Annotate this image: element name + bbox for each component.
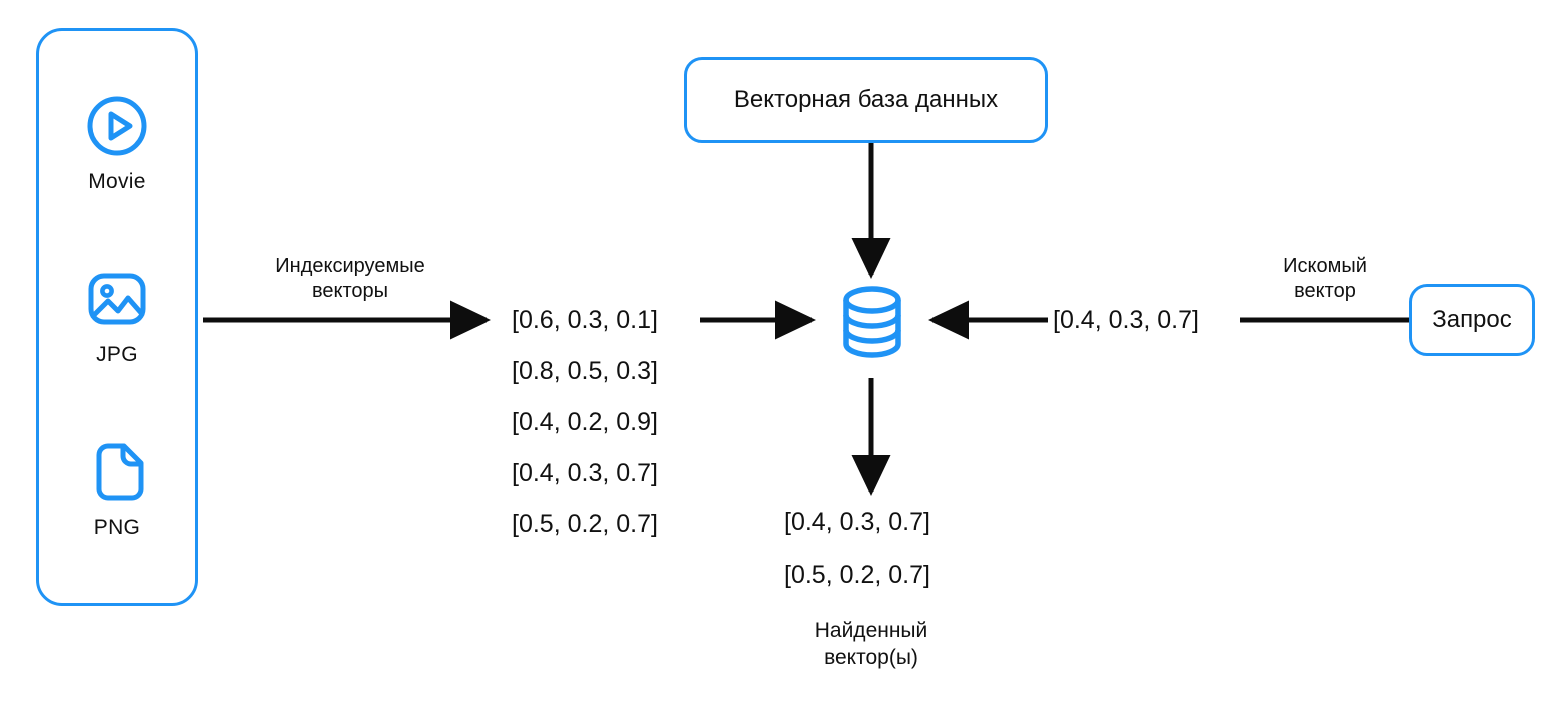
indexed-vector-item: [0.4, 0.3, 0.7] <box>512 459 658 487</box>
edge-label-indexed-vectors: Индексируемые векторы <box>275 255 425 302</box>
result-vector-item: [0.5, 0.2, 0.7] <box>784 561 930 589</box>
query-vector-text: [0.4, 0.3, 0.7] <box>1053 306 1199 334</box>
source-item-png[interactable]: PNG <box>85 440 149 540</box>
indexed-vectors-list: [0.6, 0.3, 0.1] [0.8, 0.5, 0.3] [0.4, 0.… <box>512 308 658 537</box>
indexed-vector-item: [0.8, 0.5, 0.3] <box>512 357 658 385</box>
source-item-label: Movie <box>88 169 146 193</box>
result-vector-item: [0.4, 0.3, 0.7] <box>784 508 930 536</box>
play-circle-icon <box>85 94 149 158</box>
result-caption: Найденный вектор(ы) <box>814 619 928 670</box>
indexed-vector-item: [0.5, 0.2, 0.7] <box>512 510 658 538</box>
indexed-vector-item: [0.4, 0.2, 0.9] <box>512 408 658 436</box>
source-item-label: JPG <box>96 342 138 366</box>
source-item-label: PNG <box>93 516 141 540</box>
source-item-movie[interactable]: Movie <box>85 94 149 194</box>
database-cylinder-icon <box>838 285 906 359</box>
result-vectors-list: [0.4, 0.3, 0.7] [0.5, 0.2, 0.7] <box>784 510 930 588</box>
query-box-label: Запрос <box>1432 305 1512 333</box>
query-box[interactable]: Запрос <box>1409 284 1535 356</box>
edge-label-query-vector: Искомый вектор <box>1283 255 1367 302</box>
file-icon <box>85 440 149 504</box>
vector-database-box-label: Векторная база данных <box>733 85 999 113</box>
image-icon <box>85 267 149 331</box>
source-item-jpg[interactable]: JPG <box>85 267 149 367</box>
vector-database-box[interactable]: Векторная база данных <box>684 57 1048 143</box>
source-files-panel: Movie JPG PNG <box>36 28 198 606</box>
indexed-vector-item: [0.6, 0.3, 0.1] <box>512 306 658 334</box>
